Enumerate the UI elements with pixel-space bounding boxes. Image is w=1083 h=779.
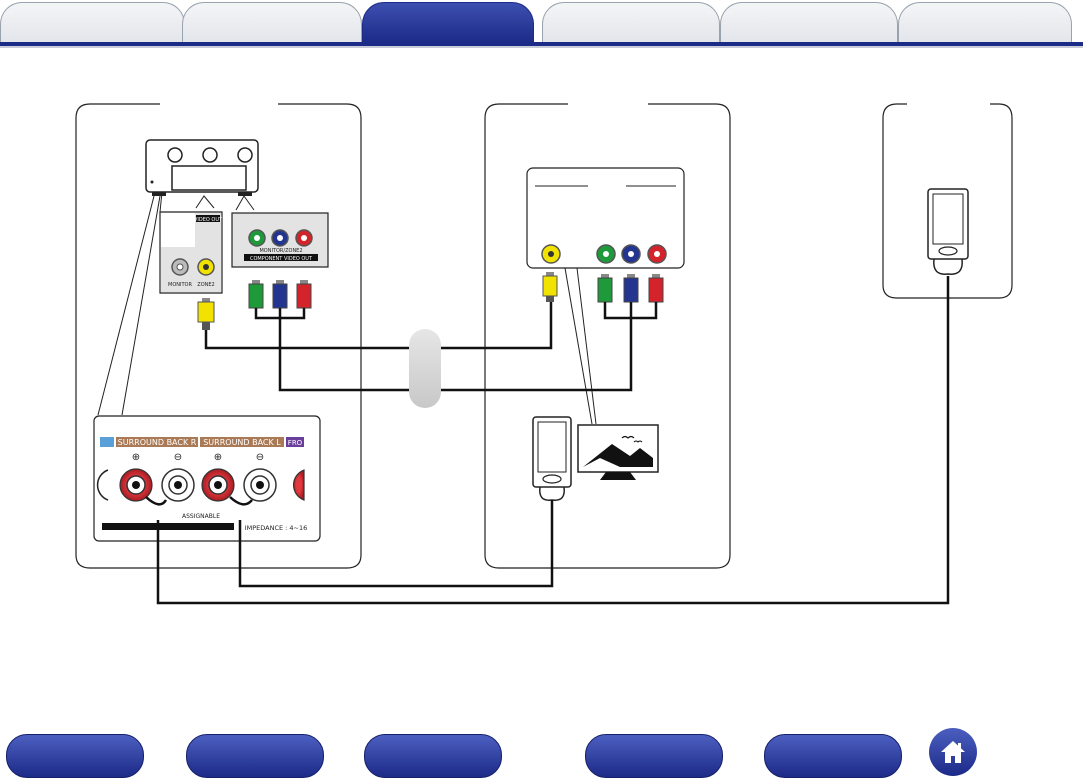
svg-text:⊕: ⊕ xyxy=(214,452,222,463)
tab-bar xyxy=(0,0,1083,48)
tv-rca-plugs xyxy=(542,272,664,303)
surround-back-r-label: SURROUND BACK R xyxy=(118,438,197,447)
svg-text:⊕: ⊕ xyxy=(132,452,140,463)
tab-shadow xyxy=(0,46,1083,48)
receiver-panel xyxy=(75,103,362,569)
connection-diagram: VIDEO OUT MONITOR ZONE2 MONITOR/ZONE2 CO… xyxy=(75,103,1013,605)
tv-input-panel xyxy=(526,167,685,269)
component-out-panel: MONITOR/ZONE2 COMPONENT VIDEO OUT xyxy=(231,212,329,268)
receiver-rca-plugs xyxy=(197,280,312,330)
tab-4[interactable] xyxy=(542,2,720,43)
assignable-label: ASSIGNABLE xyxy=(182,513,220,520)
tab-3-active[interactable] xyxy=(362,2,534,43)
speaker-cables xyxy=(145,276,950,605)
video-out-panel: VIDEO OUT MONITOR ZONE2 xyxy=(159,211,223,294)
tab-underline xyxy=(0,42,1083,46)
video-out-label: VIDEO OUT xyxy=(194,217,223,223)
wall-separator xyxy=(409,329,441,408)
monitor-zone2-label: MONITOR/ZONE2 xyxy=(259,248,302,254)
speaker-terminal-panel: SURROUND BACK R SURROUND BACK L FRO ⊕ ⊖ … xyxy=(93,415,321,542)
tab-2[interactable] xyxy=(182,2,362,43)
impedance-label: IMPEDANCE : 4~16 xyxy=(245,524,308,532)
av-receiver-icon xyxy=(145,139,259,196)
monitor-label: MONITOR xyxy=(168,282,192,288)
component-video-out-label: COMPONENT VIDEO OUT xyxy=(250,256,313,262)
surround-back-l-label: SURROUND BACK L xyxy=(203,438,281,447)
bottom-nav-button-3[interactable] xyxy=(364,734,502,778)
tab-5[interactable] xyxy=(720,2,898,43)
tab-6[interactable] xyxy=(898,2,1072,43)
tab-1[interactable] xyxy=(0,2,185,43)
bottom-nav-button-4[interactable] xyxy=(585,734,723,778)
zone-speaker-icon xyxy=(927,188,969,275)
svg-text:⊖: ⊖ xyxy=(174,452,182,463)
bottom-nav-button-2[interactable] xyxy=(186,734,324,778)
home-icon xyxy=(941,741,965,763)
tv-icon xyxy=(577,424,659,480)
front-partial-label: FRO xyxy=(288,439,303,447)
speaker-icon xyxy=(532,416,572,501)
tv-panel xyxy=(484,103,731,569)
zone2-label: ZONE2 xyxy=(197,282,214,288)
bottom-nav-button-1[interactable] xyxy=(6,734,144,778)
svg-text:⊖: ⊖ xyxy=(256,452,264,463)
callout-lines xyxy=(97,191,597,425)
bottom-nav-button-5[interactable] xyxy=(764,734,902,778)
home-button[interactable] xyxy=(929,728,977,776)
video-cables xyxy=(204,302,658,392)
